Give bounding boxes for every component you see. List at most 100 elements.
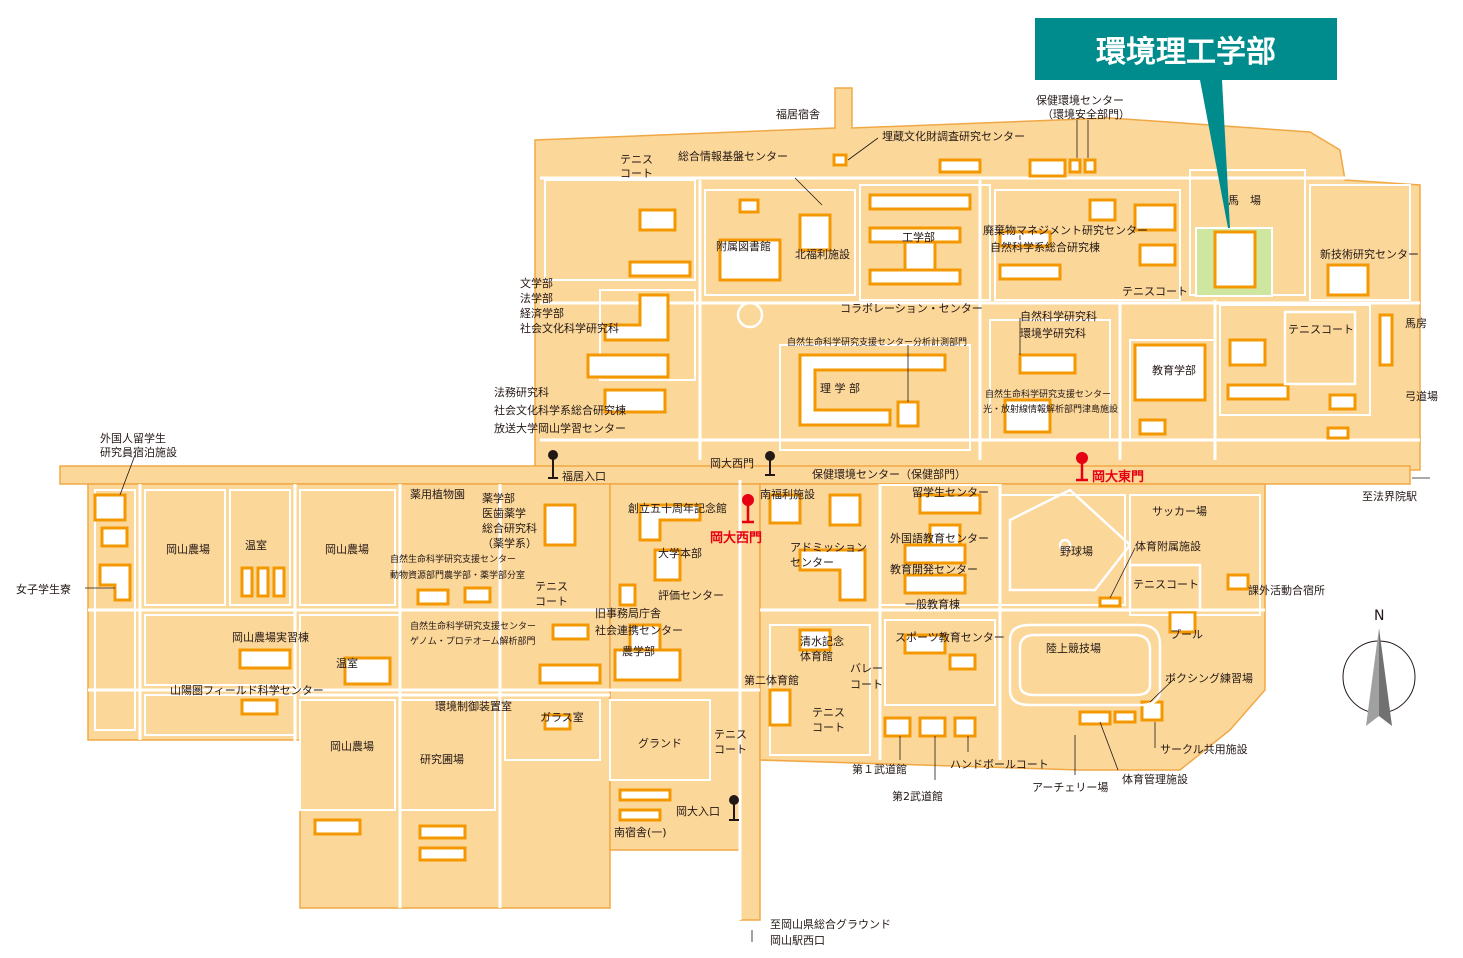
label-hikari-2[interactable]: 光・放射線情報解析部門津島施設 — [983, 403, 1118, 415]
label-tennis-s2-1[interactable]: テニス — [812, 706, 845, 719]
label-soritsu[interactable]: 創立五十周年記念館 — [628, 501, 727, 515]
label-kita-fukuri[interactable]: 北福利施設 — [795, 247, 850, 261]
label-tennis-s2-2[interactable]: コート — [812, 721, 845, 734]
label-rigaku[interactable]: 理 学 部 — [820, 381, 860, 395]
south-entrance-marker[interactable] — [729, 795, 739, 821]
label-yakyu[interactable]: 野球場 — [1060, 544, 1093, 558]
label-baba[interactable]: 馬 場 — [1228, 194, 1261, 207]
label-onshitsu-2[interactable]: 温室 — [336, 656, 358, 670]
label-homu-3[interactable]: 放送大学岡山学習センター — [494, 421, 626, 435]
label-rikujo[interactable]: 陸上競技場 — [1046, 641, 1101, 655]
label-minami-dorm[interactable]: 南宿舎(一) — [614, 825, 667, 839]
west-gate-marker-red[interactable] — [742, 494, 754, 524]
label-okayama-farm-3[interactable]: 岡山農場 — [330, 739, 374, 753]
label-bunka-2[interactable]: 法学部 — [520, 291, 553, 305]
label-bunseki[interactable]: 自然生命科学研究支援センター分析計測部門 — [787, 336, 967, 348]
label-gaikokugo[interactable]: 外国語教育センター — [890, 531, 989, 545]
label-tennis-e[interactable]: テニスコート — [1288, 323, 1354, 336]
label-yakuyo[interactable]: 薬用植物園 — [410, 487, 465, 501]
label-taiiku-fuzoku[interactable]: 体育附属施設 — [1135, 539, 1201, 553]
label-gaikokujin-1[interactable]: 外国人留学生 — [100, 431, 166, 445]
fukui-entrance-marker[interactable] — [548, 450, 558, 479]
label-ippan[interactable]: 一般教育棟 — [905, 597, 960, 611]
label-yaku-4[interactable]: （薬学系） — [482, 536, 537, 550]
label-taiiku-kanri[interactable]: 体育管理施設 — [1122, 772, 1188, 786]
faculty-banner[interactable]: 環境理工学部 — [1035, 18, 1337, 228]
label-genome-2[interactable]: ゲノム・プロテオーム解析部門 — [410, 635, 535, 647]
label-hyoka[interactable]: 評価センター — [658, 588, 724, 602]
label-homu-1[interactable]: 法務研究科 — [494, 385, 549, 399]
label-yaku-2[interactable]: 医歯薬学 — [482, 506, 526, 520]
label-haiki-1[interactable]: 廃棄物マネジメント研究センター — [983, 223, 1148, 237]
label-tennis-s3-1[interactable]: テニス — [714, 728, 747, 741]
gate-south-label[interactable]: 岡大入口 — [676, 804, 720, 818]
label-joshi[interactable]: 女子学生寮 — [16, 582, 71, 596]
label-shizen-kenkyu-2[interactable]: 環境学研究科 — [1020, 326, 1086, 340]
label-kyu-jimu-1[interactable]: 旧事務局庁舎 — [595, 606, 661, 620]
west-gate-marker-small[interactable] — [765, 451, 775, 476]
gate-fukui-label[interactable]: 福居入口 — [562, 469, 606, 483]
label-hoken-center[interactable]: 保健環境センター（保健部門） — [812, 467, 966, 481]
label-tennis-se[interactable]: テニスコート — [1133, 578, 1199, 591]
label-bunka-3[interactable]: 経済学部 — [520, 306, 564, 320]
label-minami-fukuri[interactable]: 南福利施設 — [760, 487, 815, 501]
label-kyu-jimu-2[interactable]: 社会連携センター — [595, 623, 683, 637]
label-south-dest-1[interactable]: 至岡山県総合グラウンド — [770, 917, 891, 931]
label-budo-2[interactable]: 第2武道館 — [892, 789, 943, 803]
label-south-dest-2[interactable]: 岡山駅西口 — [770, 934, 825, 947]
label-genome-1[interactable]: 自然生命科学研究支援センター — [410, 620, 536, 632]
label-budo-1[interactable]: 第１武道館 — [852, 762, 907, 776]
label-soccer[interactable]: サッカー場 — [1152, 505, 1207, 518]
label-shimizu-2[interactable]: 体育館 — [800, 649, 833, 663]
label-kyoiku-kaihatsu[interactable]: 教育開発センター — [890, 562, 978, 576]
label-collab[interactable]: コラボレーション・センター — [840, 302, 983, 315]
label-sports[interactable]: スポーツ教育センター — [895, 630, 1005, 644]
label-bunka-1[interactable]: 文学部 — [520, 276, 553, 290]
label-volley-2[interactable]: コート — [850, 678, 883, 691]
label-tennis-c-2[interactable]: コート — [535, 595, 568, 608]
label-hoken-env-2[interactable]: （環境安全部門） — [1042, 107, 1130, 121]
label-kyoiku[interactable]: 教育学部 — [1152, 363, 1196, 377]
label-sanyo[interactable]: 山陽圏フィールド科学センター — [170, 683, 324, 697]
east-gate-marker[interactable] — [1076, 452, 1088, 482]
label-tennis-c-1[interactable]: テニス — [535, 580, 568, 593]
label-yaku-3[interactable]: 総合研究科 — [482, 521, 537, 535]
label-kyudo[interactable]: 弓道場 — [1405, 389, 1438, 403]
label-umaya[interactable]: 馬房 — [1405, 317, 1427, 330]
label-admission-2[interactable]: センター — [790, 556, 834, 569]
label-sogo-joho[interactable]: 総合情報基盤センター — [678, 149, 788, 163]
label-shizen-kenkyu-1[interactable]: 自然科学研究科 — [1020, 309, 1097, 323]
label-tennis-nw-2[interactable]: コート — [620, 167, 653, 180]
label-tennis-s3-2[interactable]: コート — [714, 743, 747, 756]
label-kankyo-seigyo[interactable]: 環境制御装置室 — [435, 699, 512, 713]
label-kogakubu[interactable]: 工学部 — [902, 230, 935, 244]
label-haiki-2[interactable]: 自然科学系総合研究棟 — [990, 240, 1100, 254]
label-glass[interactable]: ガラス室 — [540, 710, 584, 724]
label-admission-1[interactable]: アドミッション — [790, 541, 867, 554]
gate-west-small-label[interactable]: 岡大西門 — [710, 456, 754, 470]
label-ground[interactable]: グランド — [638, 736, 682, 750]
label-pool[interactable]: プール — [1170, 628, 1203, 641]
label-handball[interactable]: ハンドボールコート — [950, 758, 1049, 771]
label-hikari-1[interactable]: 自然生命科学研究支援センター — [985, 388, 1111, 400]
label-tennis-ne[interactable]: テニスコート — [1122, 285, 1188, 298]
label-doubutsu-2[interactable]: 動物資源部門農学部・薬学部分室 — [390, 569, 525, 581]
label-daini-taiiku[interactable]: 第二体育館 — [744, 673, 799, 687]
label-gaikokujin-2[interactable]: 研究員宿泊施設 — [100, 445, 177, 459]
label-okayama-farm-2[interactable]: 岡山農場 — [325, 542, 369, 556]
label-ryugakusei[interactable]: 留学生センター — [912, 485, 989, 499]
label-kenkyu-hojo[interactable]: 研究圃場 — [420, 752, 464, 766]
label-okayama-farm-1[interactable]: 岡山農場 — [166, 542, 210, 556]
label-shimizu-1[interactable]: 清水記念 — [800, 634, 844, 648]
label-hoken-env-1[interactable]: 保健環境センター — [1036, 93, 1124, 107]
label-daigaku-honbu[interactable]: 大学本部 — [658, 546, 702, 560]
label-shiho[interactable]: 至法界院駅 — [1362, 489, 1417, 503]
gate-east-label[interactable]: 岡大東門 — [1092, 469, 1144, 485]
label-yaku-1[interactable]: 薬学部 — [482, 491, 515, 505]
label-fuzoku-lib[interactable]: 附属図書館 — [716, 239, 771, 253]
label-circle[interactable]: サークル共用施設 — [1160, 742, 1248, 756]
label-homu-2[interactable]: 社会文化科学系総合研究棟 — [494, 403, 626, 417]
label-boxing[interactable]: ボクシング練習場 — [1165, 671, 1253, 685]
label-maizo[interactable]: 埋蔵文化財調査研究センター — [882, 129, 1025, 143]
label-fukui-dorm[interactable]: 福居宿舎 — [776, 107, 820, 121]
